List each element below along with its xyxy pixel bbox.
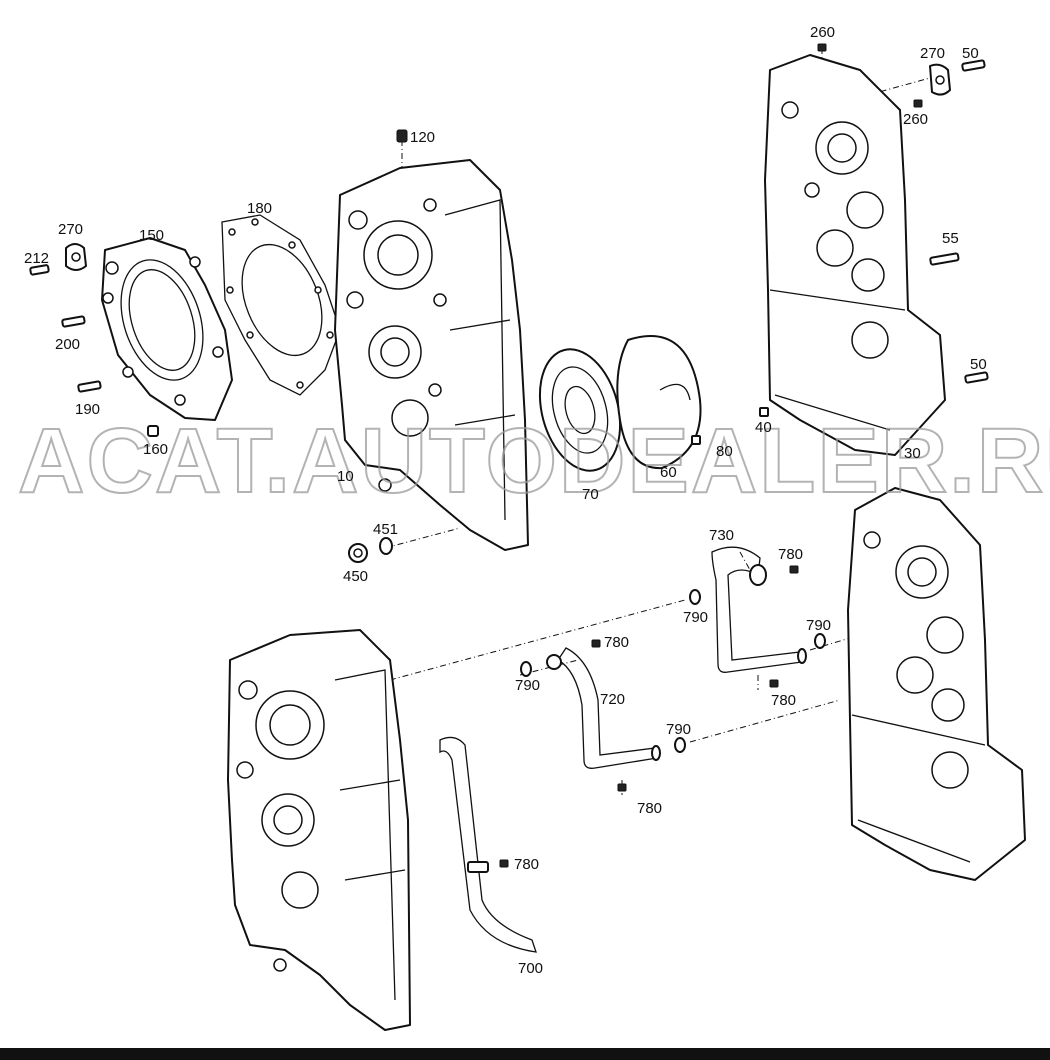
- seal-ring-270-right: [929, 63, 951, 96]
- callout-780-right: 780: [771, 692, 796, 709]
- rear-housing-30: [764, 54, 946, 456]
- callout-150: 150: [139, 227, 164, 244]
- callout-200: 200: [55, 336, 80, 353]
- bolts-780: [499, 565, 799, 868]
- o-rings-790: [520, 589, 826, 753]
- gasket-180: [221, 214, 341, 396]
- pipe-730: [711, 546, 807, 673]
- rear-housing-lower: [847, 487, 1026, 881]
- callout-212: 212: [24, 250, 49, 267]
- callout-40: 40: [755, 419, 772, 436]
- callout-60: 60: [660, 464, 677, 481]
- callout-80: 80: [716, 443, 733, 460]
- callout-790-upper: 790: [683, 609, 708, 626]
- gearbox-housing-10: [334, 159, 529, 551]
- callout-730: 730: [709, 527, 734, 544]
- callout-50-mid: 50: [970, 356, 987, 373]
- callout-780-lower: 780: [637, 800, 662, 817]
- seal-ring-270-left: [65, 243, 87, 271]
- callout-780-upper: 780: [778, 546, 803, 563]
- callout-270-right: 270: [920, 45, 945, 62]
- callout-780-mid: 780: [604, 634, 629, 651]
- callout-790-lower: 790: [666, 721, 691, 738]
- callout-120: 120: [410, 129, 435, 146]
- callout-790-mid: 790: [515, 677, 540, 694]
- callout-720: 720: [600, 691, 625, 708]
- callout-260-top: 260: [810, 24, 835, 41]
- plate-70: [538, 348, 622, 472]
- breather-120: [396, 129, 408, 143]
- gearbox-housing-lower: [227, 629, 411, 1031]
- callout-780-pipe: 780: [514, 856, 539, 873]
- pipe-720: [546, 647, 661, 769]
- callout-270-left: 270: [58, 221, 83, 238]
- bolts-right: [817, 43, 989, 384]
- cover-plate-150: [101, 237, 233, 421]
- bottom-border-bar: [0, 1048, 1050, 1060]
- callout-55: 55: [942, 230, 959, 247]
- callout-190: 190: [75, 401, 100, 418]
- bolts-left: [29, 264, 159, 437]
- callout-160: 160: [143, 441, 168, 458]
- plug-450-and-ring-451: [348, 537, 393, 563]
- callout-70: 70: [582, 486, 599, 503]
- callout-30: 30: [904, 445, 921, 462]
- callout-10: 10: [337, 468, 354, 485]
- callout-450: 450: [343, 568, 368, 585]
- callout-180: 180: [247, 200, 272, 217]
- pipe-700: [439, 736, 537, 953]
- callout-260-right: 260: [903, 111, 928, 128]
- callout-labels: 10 30 40 50 50 55 60 70 80 120 150 160 1…: [24, 24, 987, 977]
- callout-700: 700: [518, 960, 543, 977]
- cover-60: [616, 335, 702, 470]
- callout-50-top: 50: [962, 45, 979, 62]
- watermark-text: ACAT.AUTODEALER.RU: [18, 410, 1050, 512]
- callout-790-right: 790: [806, 617, 831, 634]
- small-bolts-80-40: [691, 407, 769, 445]
- callout-451: 451: [373, 521, 398, 538]
